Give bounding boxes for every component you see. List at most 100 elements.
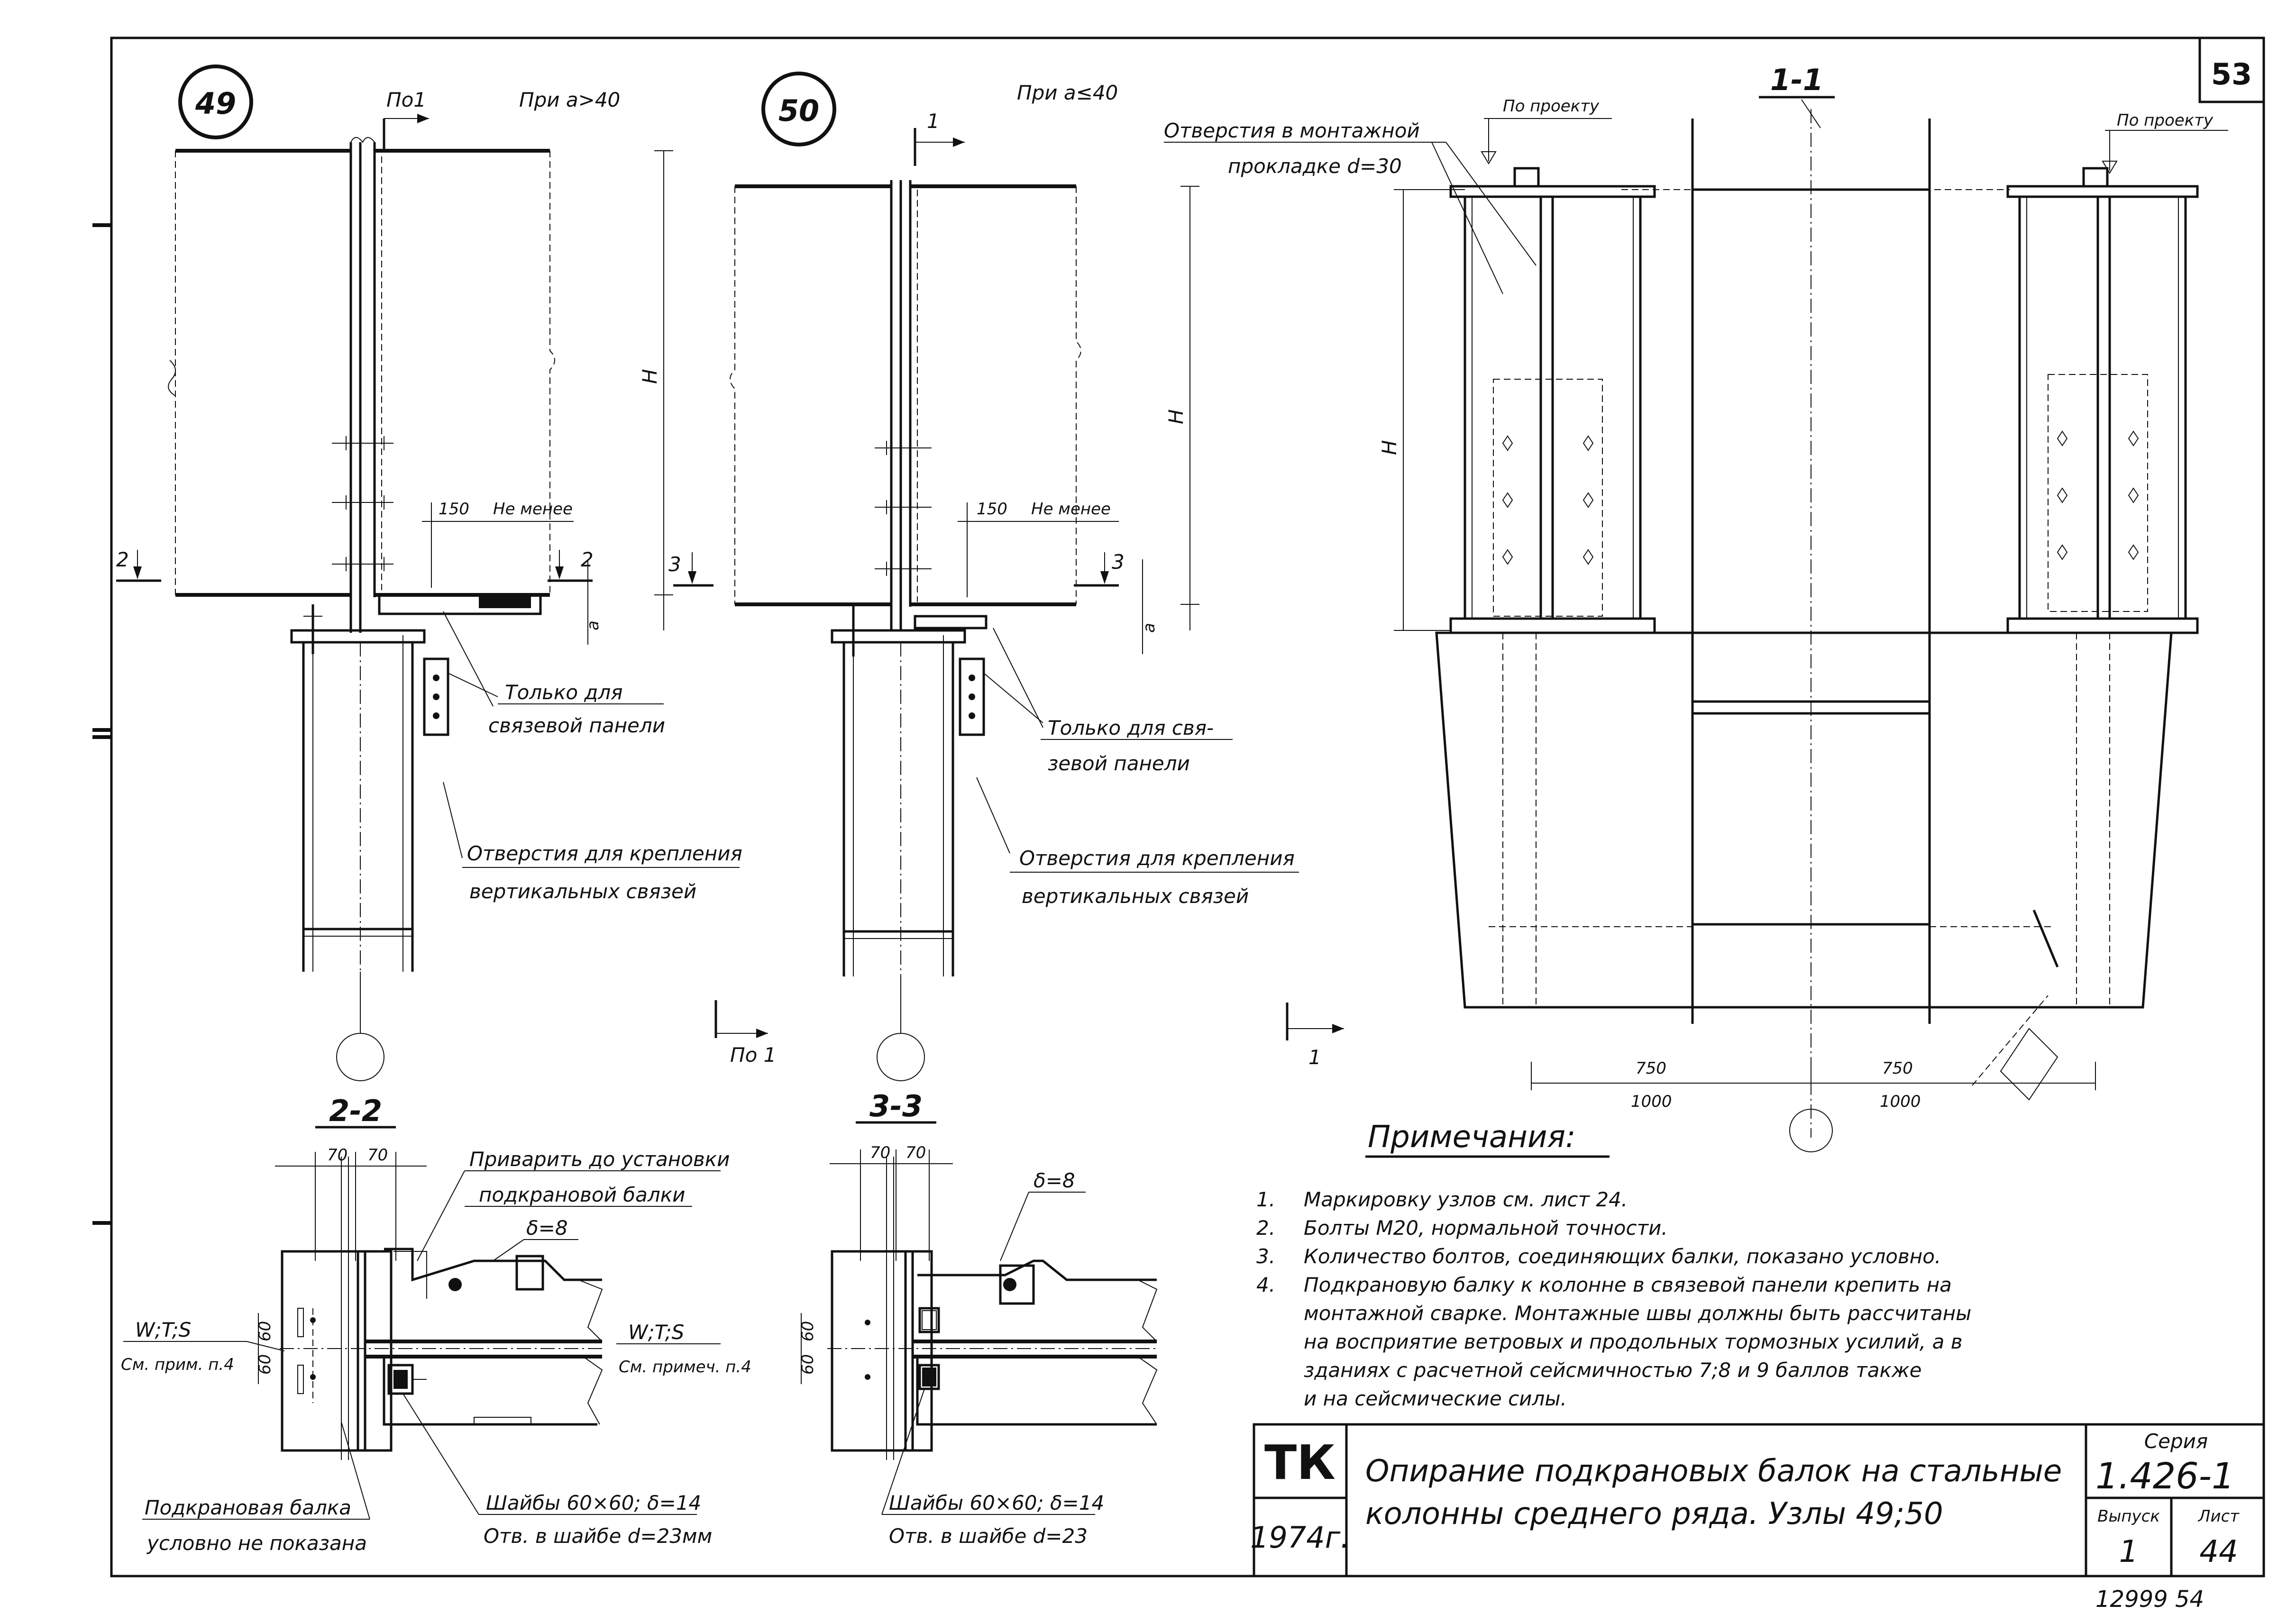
node-49-callout-holes-2: вертикальных связей: [469, 880, 696, 903]
section-3-3-dim-60b: 60: [798, 1354, 817, 1375]
node-49-axis-bubble: [336, 1033, 384, 1081]
page-number-box: 53: [2198, 36, 2265, 103]
section-2-2-title: 2-2: [329, 1094, 382, 1128]
node-49-cut-mark-right: 2: [581, 548, 594, 571]
node-49-callout-bracing-2: связевой панели: [488, 714, 665, 737]
node-50-callout-bracing-1: Только для свя-: [1048, 716, 1214, 739]
sheet-frame: [92, 36, 2265, 1578]
section-3-3-dim-a: 70: [870, 1143, 890, 1162]
node-50-axis-bubble: [877, 1033, 925, 1081]
section-1-1-dim-left-bottom: 1000: [1631, 1092, 1672, 1111]
section-2-2-beam-note-1: Подкрановая балка: [145, 1496, 351, 1519]
issue-label: Выпуск: [2097, 1507, 2160, 1526]
node-50-section-mark: 1: [927, 109, 940, 133]
page-number: 53: [2211, 57, 2252, 91]
note-item-text: и на сейсмические силы.: [1304, 1387, 1567, 1410]
node-49-dim-150: 150: [439, 500, 469, 519]
section-2-2-weld-note-2: подкрановой балки: [479, 1183, 685, 1206]
note-item-num: 4.: [1256, 1273, 1275, 1296]
title-org: ТК: [1264, 1435, 1336, 1490]
note-item-num: 2.: [1256, 1216, 1275, 1240]
sheet-label: Лист: [2197, 1507, 2240, 1526]
node-49-callout-bracing-1: Только для: [505, 681, 623, 704]
note-item-text: на восприятие ветровых и продольных торм…: [1304, 1330, 1962, 1353]
section-1-1-dim-left-top: 750: [1636, 1059, 1666, 1078]
stamp-number: 12999 54: [2095, 1586, 2204, 1613]
title-block: ТК 1974г. Опирание подкрановых балок на …: [1250, 1423, 2265, 1578]
node-49-drawing: 49 При a>40 По1 H: [116, 64, 776, 1081]
node-50-callout-bracing-2: зевой панели: [1048, 752, 1190, 775]
section-2-2-dim-a: 70: [327, 1146, 348, 1165]
notes-heading: Примечания:: [1368, 1120, 1576, 1155]
section-3-3-dim-60a: 60: [798, 1321, 817, 1341]
section-2-2-dim-60b: 60: [256, 1354, 274, 1375]
node-50-circle: [761, 72, 836, 146]
notes-block: Примечания: 1. Маркировку узлов см. лист…: [1256, 1120, 1971, 1410]
section-1-1-drawing: 1-1 Отверстия в монтажной прокладке d=30…: [1164, 63, 2228, 1152]
section-1-1-h-label: H: [1378, 440, 1401, 455]
note-item-text: монтажной сварке. Монтажные швы должны б…: [1304, 1302, 1971, 1325]
section-2-2-dim-b: 70: [367, 1146, 388, 1165]
sheet-value: 44: [2199, 1534, 2238, 1569]
node-49-section-mark-bottom: По 1: [730, 1043, 776, 1067]
node-49-condition: При a>40: [519, 88, 620, 111]
node-49-cut-mark-left: 2: [116, 548, 129, 571]
node-50-callout-holes-2: вертикальных связей: [1022, 885, 1249, 908]
section-2-2-weld-note-1: Приварить до установки: [469, 1148, 730, 1171]
section-1-1-by-project-left: По проекту: [1503, 97, 1600, 116]
title-line-1: Опирание подкрановых балок на стальные: [1365, 1454, 2062, 1489]
section-1-1-title: 1-1: [1770, 63, 1823, 97]
section-3-3-drawing: 3-3 70 70 60 60 δ=8 Шайбы 60×60; δ=14: [798, 1089, 1158, 1548]
issue-value: 1: [2119, 1534, 2139, 1569]
section-2-2-dim-60a: 60: [256, 1321, 274, 1341]
node-50-cut-mark-left: 3: [668, 553, 681, 576]
section-1-1-dim-right-top: 750: [1882, 1059, 1913, 1078]
section-2-2-wts-left: W;T;S: [135, 1318, 191, 1341]
note-item-text: Подкрановую балку к колонне в связевой п…: [1304, 1273, 1952, 1296]
node-50-dim-150: 150: [977, 500, 1007, 519]
series-label: Серия: [2144, 1430, 2208, 1453]
node-49-not-less: Не менее: [493, 500, 573, 519]
node-50-callout-holes-1: Отверстия для крепления: [1019, 847, 1295, 870]
node-50-h-label: H: [1164, 409, 1188, 424]
section-2-2-beam-note-2: условно не показана: [146, 1532, 367, 1555]
section-1-1-dim-right-bottom: 1000: [1880, 1092, 1921, 1111]
title-year: 1974г.: [1250, 1520, 1350, 1555]
section-3-3-washers-1: Шайбы 60×60; δ=14: [889, 1491, 1104, 1514]
section-2-2-washers-2: Отв. в шайбе d=23мм: [484, 1524, 712, 1548]
section-2-2-drawing: 2-2 70 70 60: [121, 1094, 751, 1555]
node-50-condition: При a≤40: [1017, 81, 1118, 104]
note-item-text: Маркировку узлов см. лист 24.: [1304, 1188, 1628, 1211]
section-1-1-axis-bubble: [1789, 1109, 1833, 1152]
notes-list: 1. Маркировку узлов см. лист 24. 2. Болт…: [1256, 1188, 1971, 1410]
section-3-3-plate-thickness: δ=8: [1034, 1169, 1075, 1192]
node-50-not-less: Не менее: [1031, 500, 1111, 519]
note-item-text: Болты М20, нормальной точности.: [1304, 1216, 1668, 1240]
node-50-cut-mark-right: 3: [1112, 550, 1125, 574]
section-1-1-holes-note-2: прокладке d=30: [1228, 155, 1402, 178]
node-49-circle: [178, 64, 253, 139]
note-item-text: Количество болтов, соединяющих балки, по…: [1304, 1245, 1941, 1268]
section-2-2-see-note-right: См. примеч. п.4: [619, 1358, 751, 1377]
node-50-section-mark-bottom: 1: [1308, 1046, 1321, 1069]
section-1-1-by-project-right: По проекту: [2117, 111, 2214, 130]
series-value: 1.426-1: [2095, 1455, 2234, 1497]
section-2-2-see-note-left: См. прим. п.4: [121, 1355, 234, 1374]
title-line-2: колонны среднего ряда. Узлы 49;50: [1365, 1496, 1943, 1532]
section-3-3-dim-b: 70: [906, 1143, 926, 1162]
node-49-h-label: H: [638, 369, 661, 384]
note-item-text: зданиях с расчетной сейсмичностью 7;8 и …: [1304, 1359, 1922, 1382]
section-2-2-plate-thickness: δ=8: [526, 1216, 568, 1240]
section-1-1-holes-note-1: Отверстия в монтажной: [1164, 119, 1420, 142]
node-50-number: 50: [778, 93, 819, 128]
node-49-number: 49: [195, 86, 236, 121]
node-49-a-label: a: [584, 620, 603, 630]
section-2-2-washers-1: Шайбы 60×60; δ=14: [486, 1491, 701, 1514]
node-49-section-mark: По1: [386, 88, 426, 111]
section-3-3-washers-2: Отв. в шайбе d=23: [889, 1524, 1088, 1548]
note-item-num: 3.: [1256, 1245, 1275, 1268]
section-2-2-wts-right: W;T;S: [628, 1321, 684, 1344]
node-49-callout-holes-1: Отверстия для крепления: [467, 842, 742, 865]
node-50-a-label: a: [1140, 623, 1159, 633]
